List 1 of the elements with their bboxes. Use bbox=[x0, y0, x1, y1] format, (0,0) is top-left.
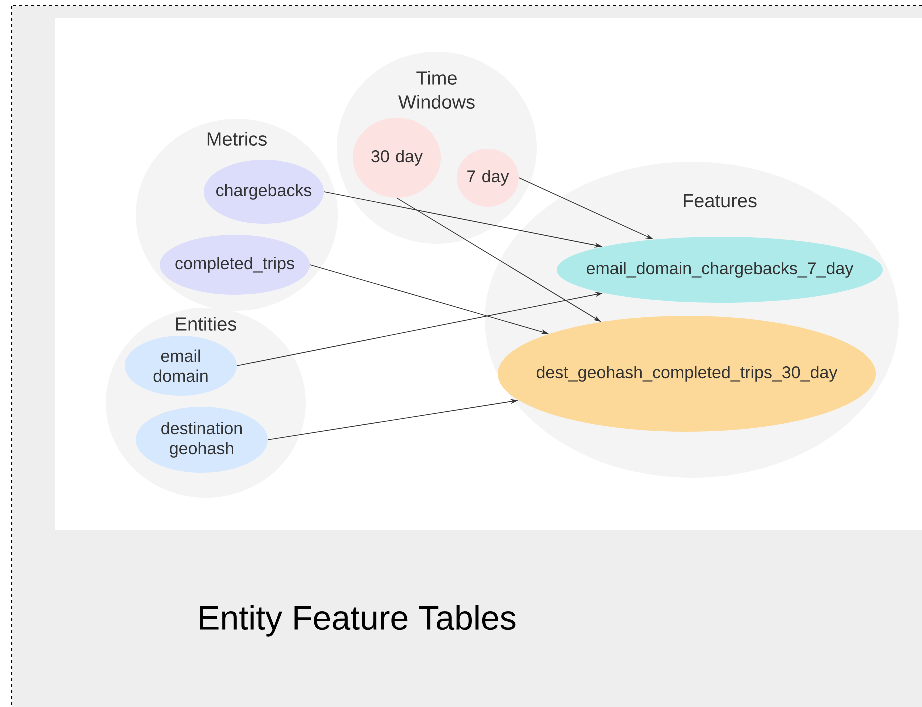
caption: Entity Feature Tables bbox=[200, 605, 516, 637]
